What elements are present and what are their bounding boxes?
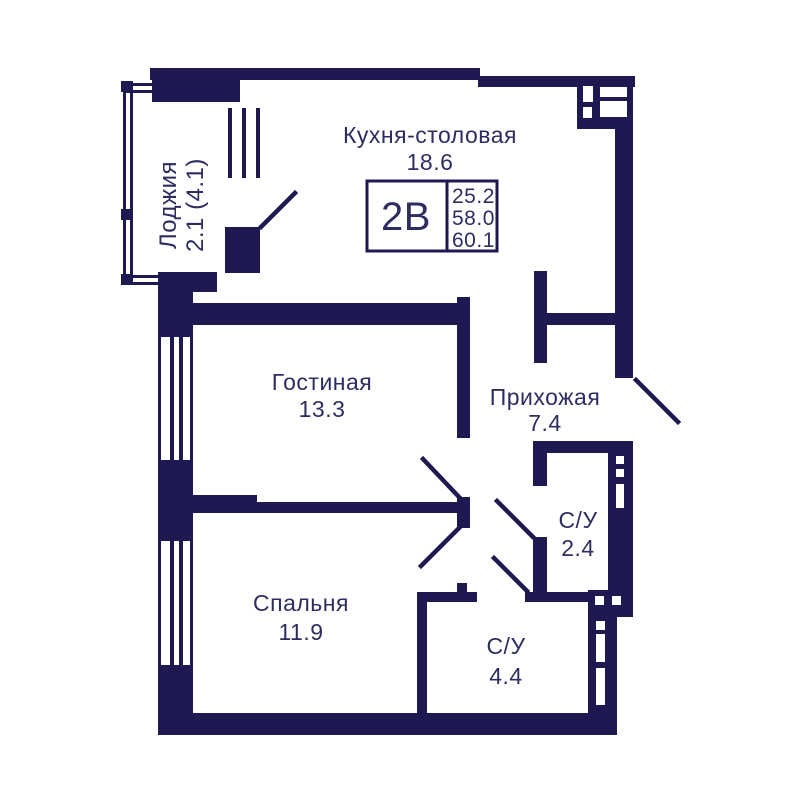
wall-loggia-kitchen [225,227,260,273]
windows [158,108,260,665]
vent-shaft-slots [583,86,627,705]
window-line [158,541,161,665]
shaft-slot [596,621,605,630]
shaft-slot [583,86,593,102]
unit-type-box: 2В 25.2 58.0 60.1 [365,179,499,253]
room-labels: Кухня-столовая 18.6 Лоджия 2.1 (4.1) Гос… [155,122,600,689]
shaft-slot [600,87,627,97]
wall-kitchen-living-divider [190,303,457,325]
wall-right [615,87,633,378]
window-line [256,108,260,178]
room-label-bath-large: С/У [486,633,525,659]
railing-line [123,83,126,285]
window-loggia-kitchen-icon [228,108,260,178]
room-area-bath-small: 2.4 [561,535,594,561]
shaft-slot [583,107,592,118]
room-label-loggia: Лоджия [155,161,182,249]
wall-bath-small-top [533,441,633,453]
shaft-slot [600,101,627,117]
wall-living-bedroom-divider-left [193,495,257,513]
window-bedroom-icon [158,541,193,665]
shaft-slot [616,469,624,477]
railing-line [130,83,133,285]
room-area-living: 13.3 [299,396,346,422]
shaft-slot [595,596,604,605]
vent-shaft-bottom-band [588,590,633,617]
wall-living-bedroom-divider [257,502,457,513]
wall-top-corner-block [152,68,240,102]
room-area-kitchen-dining: 18.6 [407,149,454,175]
door-swing-bath-large [490,554,531,595]
railing-line [123,90,160,93]
room-area-loggia: 2.1 (4.1) [182,158,209,252]
room-area-hallway: 7.4 [528,410,561,436]
railing-line [123,275,158,278]
wall-hall-niche-vertical [534,271,547,363]
railing-line [123,282,158,285]
railing-line [123,83,160,86]
wall-living-right [457,297,470,438]
shaft-slot [616,456,624,464]
room-label-kitchen-dining: Кухня-столовая [343,122,517,148]
unit-type-label: 2В [381,195,431,239]
wall-left-middle [158,460,193,541]
window-line [170,337,174,460]
area-value-total-with-loggia: 60.1 [452,229,495,252]
shaft-slot [596,668,605,705]
window-line [179,541,183,665]
area-value-living: 25.2 [452,185,495,208]
railing-post [121,81,133,92]
door-swing-bedroom [417,524,463,570]
window-line [228,108,232,178]
unit-type-box-frame [365,179,499,253]
door-swing-entrance [632,376,682,426]
door-swing-bath-small [493,497,537,541]
loggia-railing [121,81,160,285]
wall-door-post [457,497,470,528]
door-swing-balcony [257,189,299,231]
door-swings [257,189,682,595]
shaft-slot [616,484,624,508]
wall-left-upper [158,290,193,337]
shaft-slot [612,596,621,605]
wall-hall-niche-horizontal [547,313,617,325]
window-living-icon [158,337,193,460]
wall-bedroom-bath-vertical [417,592,427,713]
railing-post [121,274,133,285]
wall-bath-large-top-right [525,592,590,602]
room-label-living: Гостиная [272,369,373,395]
window-line [170,541,174,665]
window-line [190,541,193,665]
room-area-bath-large: 4.4 [489,663,522,689]
room-area-bedroom: 11.9 [278,619,323,645]
room-label-bedroom: Спальня [253,590,349,616]
window-line [190,337,193,460]
door-swing-living [419,455,463,501]
wall-bath-large-top-notch [457,583,467,592]
shaft-slot [596,634,605,662]
area-value-total: 58.0 [452,207,495,230]
wall-bath-small-left-upper [533,441,547,486]
window-line [179,337,183,460]
window-line [242,108,246,178]
room-label-hallway: Прихожая [490,384,601,410]
wall-bath-large-top-left [417,592,477,602]
wall-bottom [158,713,617,735]
wall-left-loggia-corner [158,272,217,292]
railing-post [121,209,133,220]
wall-top-right [478,76,635,87]
room-label-bath-small: С/У [558,507,597,533]
window-line [158,337,161,460]
wall-bath-small-left-lower [533,537,547,592]
wall-left-lower [158,665,193,735]
